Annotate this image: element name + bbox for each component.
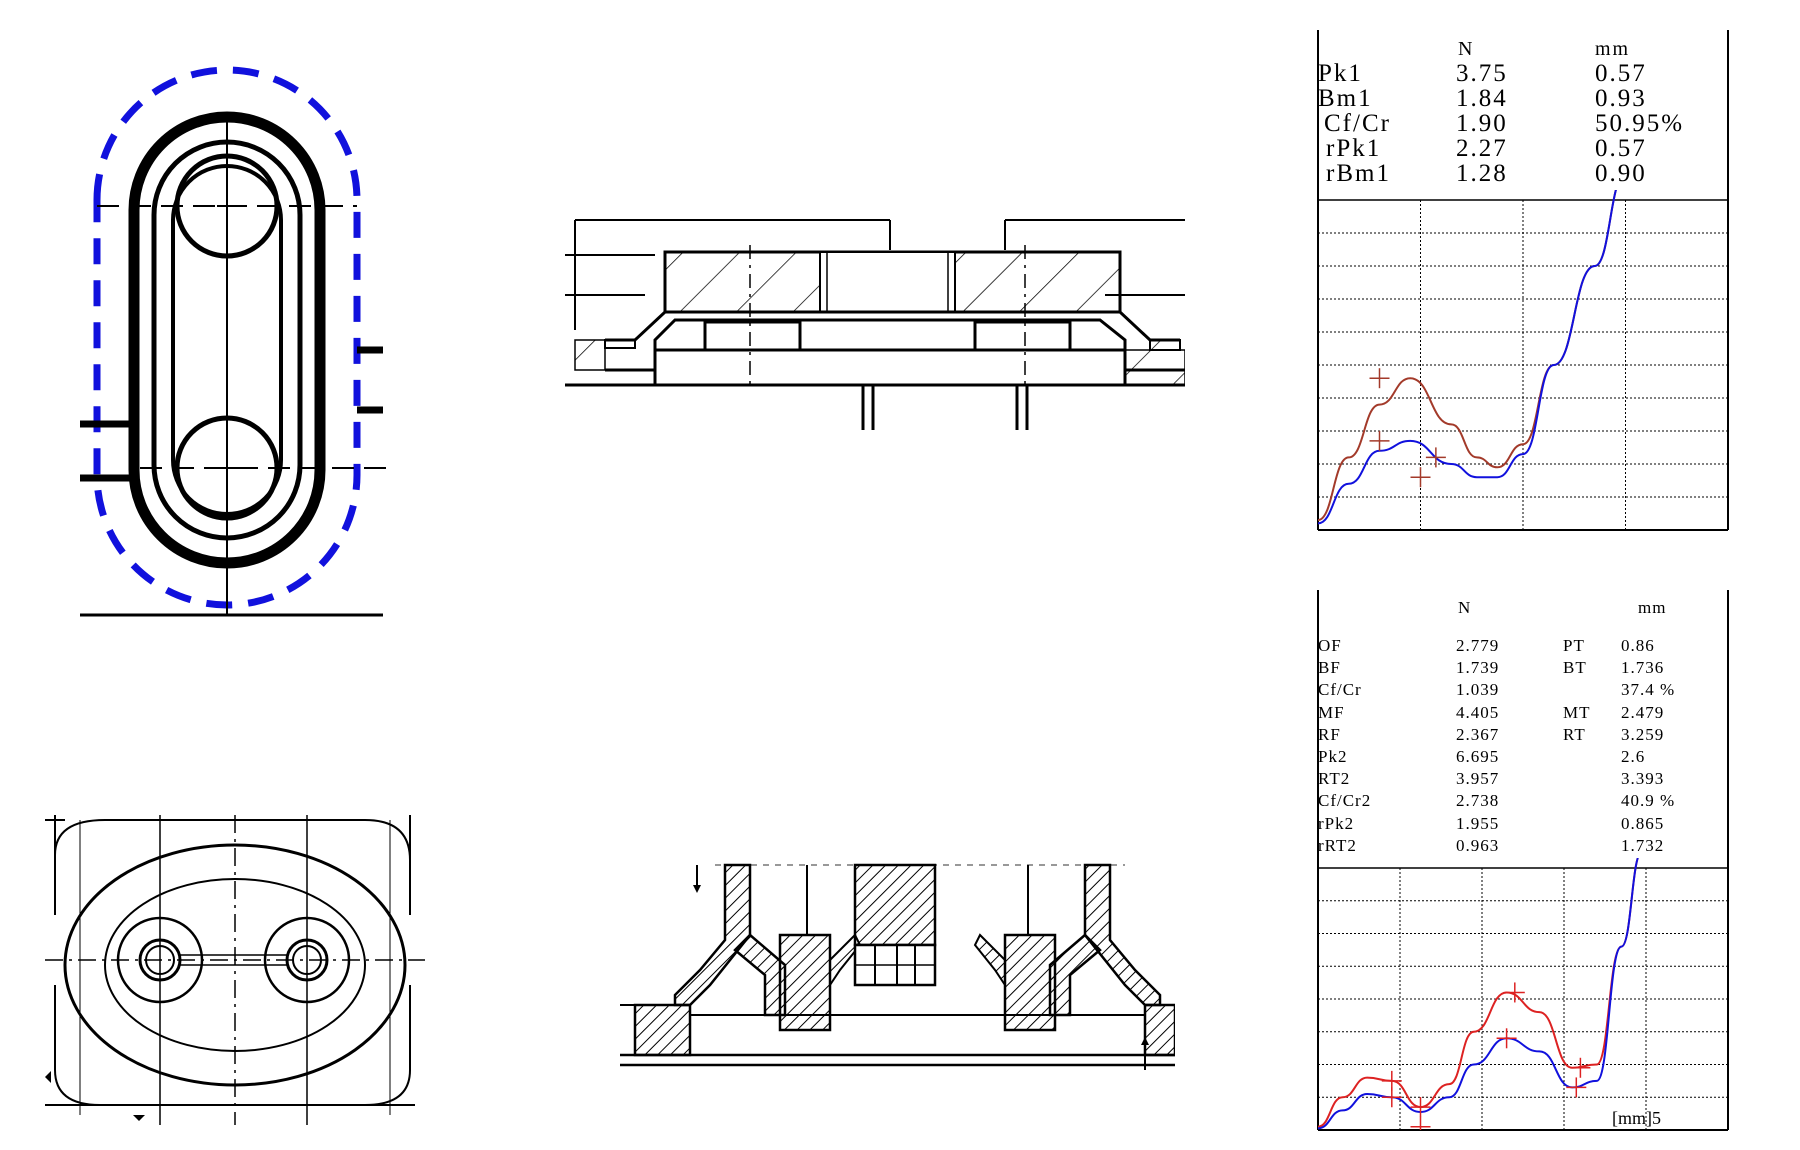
chart2-row-mm: 2.6: [1621, 747, 1646, 766]
chart2-row-label: Cf/Cr2: [1318, 791, 1372, 811]
chart2-row-n: 1.739: [1456, 658, 1500, 678]
chart1-row-mm: 0.57: [1595, 60, 1647, 87]
chart1-marker: [1425, 447, 1446, 468]
chart2-col-n: N: [1458, 598, 1472, 617]
chart1-series-line-0: [1318, 190, 1617, 522]
chart2-row-label: BF: [1318, 658, 1341, 678]
chart2-row-n: 2.738: [1456, 791, 1500, 811]
chart2-row-sub: PT: [1563, 636, 1585, 655]
chart1-table: N mm Pk1 3.75 0.57 Bm1 1.84 0.93 Cf/Cr 1…: [1318, 38, 1738, 198]
chart2-row-mm: 0.865: [1621, 813, 1665, 833]
chart2-row-n: 1.955: [1456, 813, 1500, 833]
chart1-row-mm: 50.95%: [1595, 110, 1685, 137]
chart2-row-mm: 1.732: [1621, 835, 1665, 855]
chart1-series-line-1: [1318, 190, 1617, 525]
chart1-col-mm: mm: [1595, 38, 1631, 60]
chart2-row-mm: 40.9 %: [1621, 791, 1676, 811]
chart2-row-label: rRT2: [1318, 835, 1357, 855]
chart1-marker: [1369, 430, 1390, 451]
chart2-row-label: MF: [1318, 702, 1345, 722]
chart2-row-mm: 37.4 %: [1621, 680, 1676, 700]
chart2-row-n: 6.695: [1456, 747, 1500, 766]
chart2-row-mm: 2.479: [1621, 702, 1665, 722]
chart2-row-n: 4.405: [1456, 702, 1500, 722]
chart2-row-n: 2.367: [1456, 724, 1500, 744]
chart1-col-n: N: [1458, 38, 1475, 60]
chart1-marker: [1410, 467, 1431, 488]
chart1-row-mm: 0.90: [1595, 160, 1647, 187]
chart2-row-label: rPk2: [1318, 813, 1355, 833]
chart2-series-line-0: [1318, 858, 1639, 1128]
chart2-row-label: Cf/Cr: [1318, 680, 1362, 700]
chart2-x-label: [mm]5: [1612, 1108, 1661, 1128]
chart1-row-mm: 0.93: [1595, 85, 1647, 112]
chart1-row-label: rPk1: [1326, 135, 1382, 162]
chart1-row-label: Bm1: [1318, 85, 1373, 112]
chart1-row-n: 3.75: [1456, 60, 1508, 87]
chart2-row-mm: 1.736: [1621, 658, 1665, 678]
chart2-row-n: 3.957: [1456, 769, 1500, 789]
chart2-row-label: RF: [1318, 724, 1341, 744]
chart2-marker: [1381, 1087, 1402, 1108]
chart2-series-line-1: [1318, 858, 1639, 1130]
chart2-row-sub: MT: [1563, 702, 1591, 722]
drawing-stadium-part: [80, 66, 390, 617]
chart1-row-n: 1.90: [1456, 110, 1508, 137]
chart1-row-label: Pk1: [1318, 60, 1363, 87]
chart2-row-n: 2.779: [1456, 636, 1500, 655]
chart2-marker: [1566, 1077, 1587, 1098]
drawing-section-top: [565, 219, 1185, 430]
chart2-row-n: 0.963: [1456, 835, 1500, 855]
chart2-row-mm: 3.259: [1621, 724, 1665, 744]
chart2-marker: [1570, 1057, 1591, 1078]
chart2-plot-area: [1318, 858, 1639, 1130]
chart1-row-label: rBm1: [1326, 160, 1391, 187]
chart2-row-mm: 0.86: [1621, 636, 1655, 655]
chart2-marker: [1504, 982, 1525, 1003]
drawing-plan-view: [45, 815, 425, 1125]
chart1-row-n: 1.28: [1456, 160, 1508, 187]
chart2-plot: [mm]5: [1317, 590, 1729, 1131]
chart2-row-mm: 3.393: [1621, 769, 1665, 789]
chart2-row-label: OF: [1318, 636, 1342, 655]
outer-slot: [128, 111, 326, 569]
chart2-row-label: RT2: [1318, 769, 1351, 789]
chart2-row-label: Pk2: [1318, 747, 1348, 766]
chart2-row-sub: RT: [1563, 724, 1586, 744]
chart1-row-label: Cf/Cr: [1324, 110, 1391, 137]
chart2-marker: [1496, 1028, 1517, 1049]
inner-slot: [151, 139, 303, 541]
chart2-marker: [1410, 1116, 1431, 1130]
dashed-outline: [93, 66, 361, 609]
chart1-row-n: 1.84: [1456, 85, 1508, 112]
chart2-row-n: 1.039: [1456, 680, 1500, 700]
chart2-marker: [1410, 1097, 1431, 1118]
chart1-plot: [1317, 30, 1729, 531]
chart1-row-mm: 0.57: [1595, 135, 1647, 162]
drawing-section-bottom: [620, 863, 1175, 1070]
chart1-plot-area: [1318, 190, 1617, 525]
chart2-row-sub: BT: [1563, 658, 1587, 678]
chart2-col-mm: mm: [1638, 598, 1667, 617]
chart1-row-n: 2.27: [1456, 135, 1508, 162]
chart1-marker: [1369, 368, 1390, 389]
